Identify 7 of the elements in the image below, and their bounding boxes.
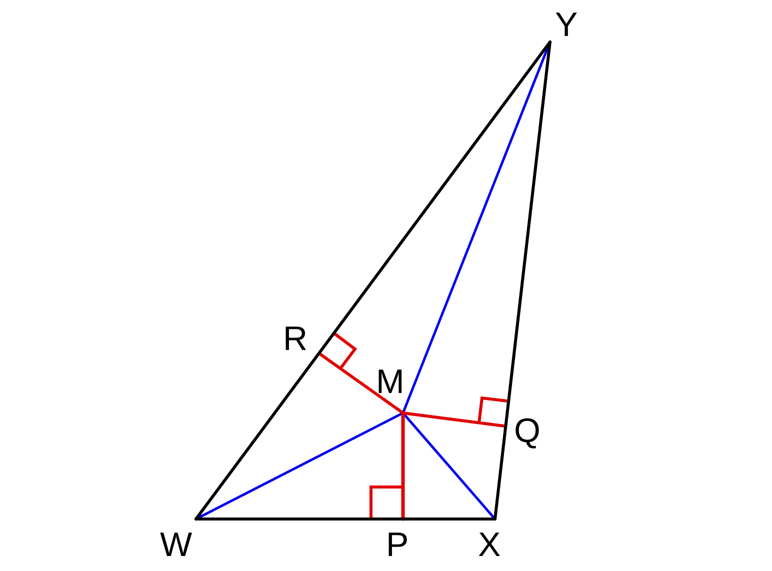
point-label: Q (514, 414, 540, 448)
point-label: M (376, 365, 404, 399)
point-label: P (386, 528, 409, 562)
point-label: X (478, 528, 501, 562)
point-label: W (160, 528, 192, 562)
point-label: Y (555, 8, 578, 42)
point-label: R (283, 322, 308, 356)
